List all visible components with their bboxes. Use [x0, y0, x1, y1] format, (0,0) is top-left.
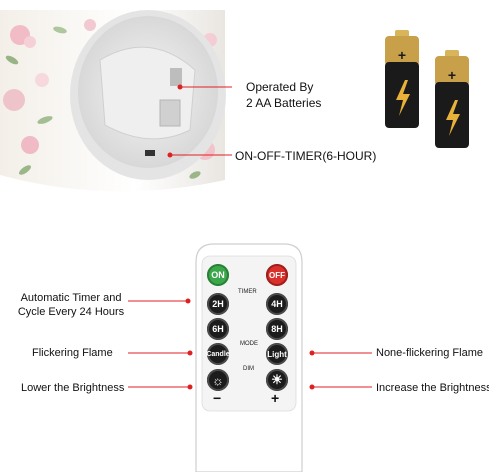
battery-note-line2: 2 AA Batteries — [246, 96, 322, 110]
minus-sign: − — [213, 390, 222, 406]
aa-battery-icon: + — [435, 50, 469, 148]
dim-down-button[interactable]: ☼ — [207, 369, 229, 391]
timer-annotation-line2: Cycle Every 24 Hours — [17, 306, 125, 318]
plus-sign: + — [271, 390, 280, 406]
dim-title: DIM — [243, 366, 254, 372]
light-mode-button[interactable]: Light — [266, 343, 288, 365]
svg-text:+: + — [398, 47, 406, 63]
candle-battery-compartment-illustration: + + — [0, 10, 469, 192]
timer-2h-button[interactable]: 2H — [207, 293, 229, 315]
dim-up-button[interactable]: ☀ — [266, 369, 288, 391]
svg-text:+: + — [448, 67, 456, 83]
flicker-annotation: Flickering Flame — [32, 347, 113, 359]
timer-4h-button[interactable]: 4H — [266, 293, 288, 315]
increase-brightness-annotation: Increase the Brightness — [376, 382, 489, 394]
switch-note: ON-OFF-TIMER(6-HOUR) — [235, 149, 377, 163]
timer-title: TIMER — [238, 289, 257, 295]
on-button[interactable]: ON — [207, 264, 229, 286]
off-button[interactable]: OFF — [266, 264, 288, 286]
timer-annotation-line1: Automatic Timer and — [20, 292, 122, 304]
sun-icon: ☼ — [212, 372, 224, 388]
candle-mode-button[interactable]: Candle — [206, 343, 230, 365]
aa-battery-icon: + — [385, 30, 419, 128]
mode-title: MODE — [240, 341, 258, 347]
lower-brightness-annotation: Lower the Brightness — [21, 382, 125, 394]
timer-6h-button[interactable]: 6H — [207, 318, 229, 340]
battery-note-line1: Operated By — [246, 80, 314, 94]
sun-icon: ☀ — [271, 372, 283, 387]
noflicker-annotation: None-flickering Flame — [376, 347, 483, 359]
timer-8h-button[interactable]: 8H — [266, 318, 288, 340]
